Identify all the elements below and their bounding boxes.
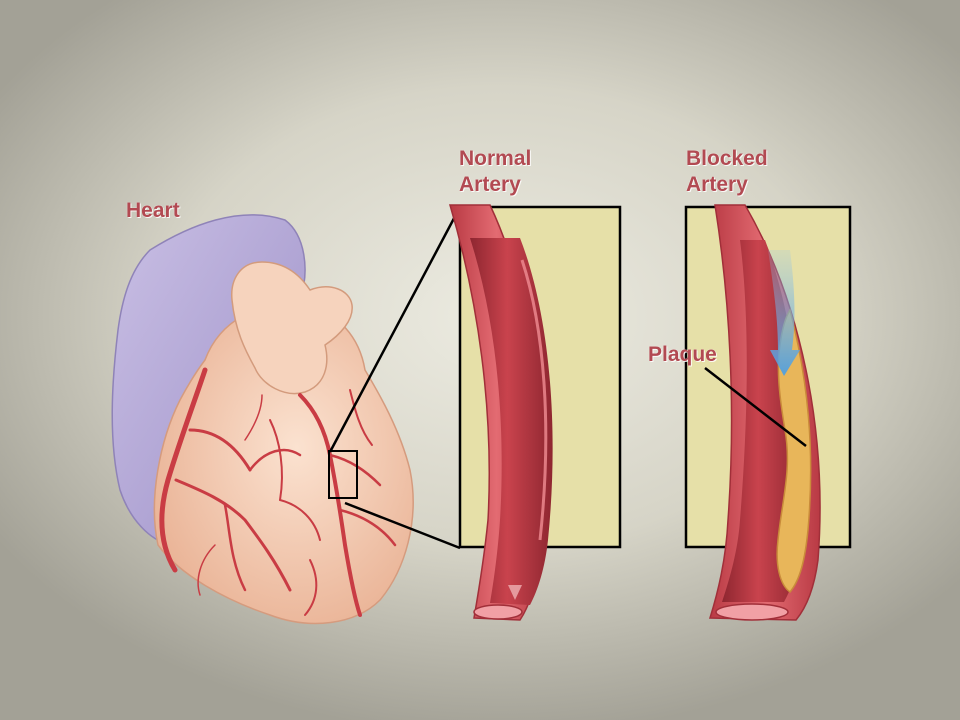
heart-illustration <box>111 214 414 625</box>
blocked-artery-panel <box>684 204 852 621</box>
zoom-line-bottom <box>344 501 461 550</box>
plaque-label: Plaque <box>648 343 717 366</box>
zoom-box <box>328 450 358 499</box>
normal-artery-lumen <box>470 238 553 605</box>
blocked-artery-label-line1: Blocked <box>686 147 768 170</box>
normal-artery-opening <box>473 604 523 620</box>
heart-aorta <box>231 261 353 395</box>
normal-artery-label-line2: Artery <box>459 173 521 196</box>
heart-label: Heart <box>126 199 180 222</box>
zoom-line-top <box>328 206 462 453</box>
normal-artery-inner-wall <box>520 259 548 541</box>
blocked-artery-opening <box>715 603 789 621</box>
plaque-pointer-line <box>704 367 807 447</box>
blood-flow-arrow <box>768 250 800 376</box>
zoom-indicator <box>328 206 462 550</box>
blocked-artery-label-line2: Artery <box>686 173 748 196</box>
coronary-arteries <box>159 367 397 617</box>
normal-artery-panel <box>448 204 622 621</box>
normal-artery-label-line1: Normal <box>459 147 532 170</box>
normal-artery-flow-arrow <box>508 585 522 600</box>
normal-artery-label: Normal Artery <box>459 146 531 198</box>
blocked-artery-label: Blocked Artery <box>686 146 768 198</box>
